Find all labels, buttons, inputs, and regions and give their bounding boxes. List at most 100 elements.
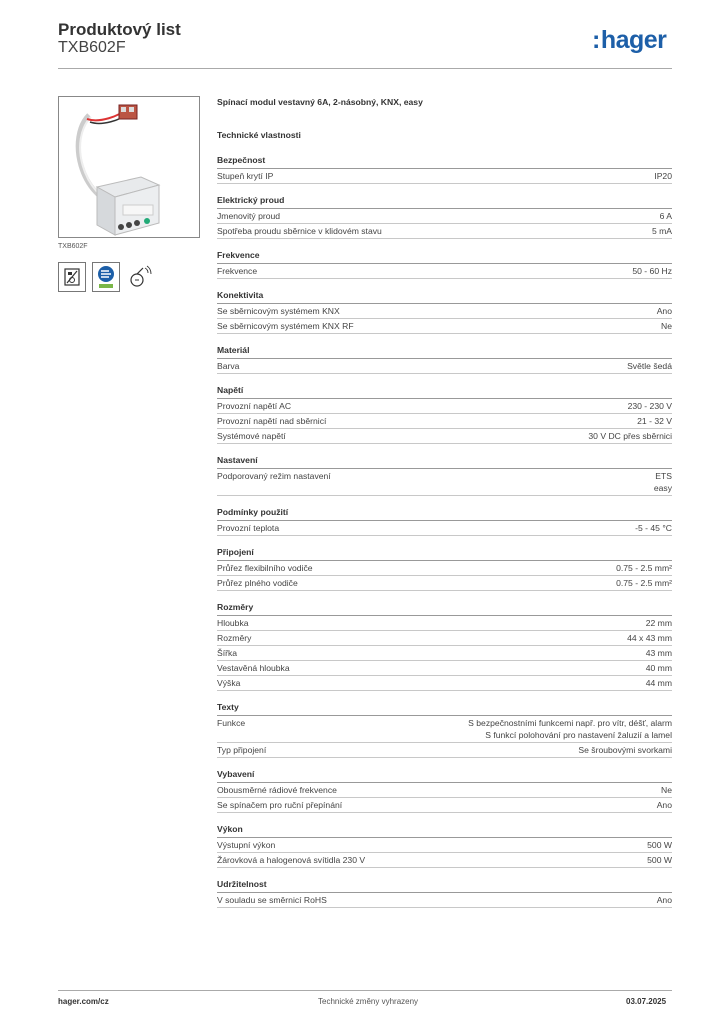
spec-value-line: Ano [656, 800, 672, 810]
spec-value-line: 22 mm [645, 618, 672, 628]
footer-website: hager.com/cz [58, 997, 109, 1006]
spec-value-line: IP20 [654, 171, 672, 181]
spec-section-title: Vybavení [217, 769, 672, 783]
spec-row: Stupeň krytí IP IP20 [217, 169, 672, 184]
spec-value-line: easy [653, 483, 672, 493]
product-icon-row [58, 262, 154, 292]
spec-value-line: 5 mA [651, 226, 672, 236]
spec-label: Hloubka [217, 618, 249, 628]
spec-label: Se sběrnicovým systémem KNX RF [217, 321, 354, 331]
spec-value: 0.75 - 2.5 mm² [616, 577, 672, 589]
spec-value: ETS easy [654, 470, 672, 494]
header-divider [58, 68, 672, 69]
spec-row: Hloubka 22 mm [217, 616, 672, 631]
spec-label: Barva [217, 361, 240, 371]
spec-label: Typ připojení [217, 745, 267, 755]
footer-note: Technické změny vyhrazeny [318, 997, 419, 1006]
spec-section-title: Nastavení [217, 455, 672, 469]
spec-value: -5 - 45 °C [635, 522, 672, 534]
spec-value-line: 500 W [647, 855, 672, 865]
spec-value: 43 mm [646, 647, 672, 659]
spec-section-title: Napětí [217, 385, 672, 399]
spec-row: Rozměry 44 x 43 mm [217, 631, 672, 646]
spec-value-line: Ano [656, 895, 672, 905]
spec-section-title: Frekvence [217, 250, 672, 264]
spec-label: Se spínačem pro ruční přepínání [217, 800, 343, 810]
spec-section-title: Připojení [217, 547, 672, 561]
spec-label: Šířka [217, 648, 238, 658]
spec-section-title: Elektrický proud [217, 195, 672, 209]
spec-label: Provozní teplota [217, 523, 280, 533]
spec-row: Šířka 43 mm [217, 646, 672, 661]
spec-row: Žárovková a halogenová svítidla 230 V 500… [217, 853, 672, 868]
spec-value: 0.75 - 2.5 mm² [616, 562, 672, 574]
spec-label: Rozměry [217, 633, 252, 643]
spec-value: S bezpečnostními funkcemi např. pro vítr… [468, 717, 672, 741]
spec-value-line: Světle šedá [627, 361, 672, 371]
spec-value-line: 50 - 60 Hz [632, 266, 672, 276]
spec-value-line: S bezpečnostními funkcemi např. pro vítr… [468, 718, 672, 728]
spec-section-title: Bezpečnost [217, 155, 672, 169]
spec-value: 22 mm [646, 617, 672, 629]
spec-row: Se spínačem pro ruční přepínání Ano [217, 798, 672, 813]
spec-value-line: 30 V DC přes sběrnici [588, 431, 672, 441]
spec-section-title: Texty [217, 702, 672, 716]
spec-value-line: 0.75 - 2.5 mm² [616, 578, 672, 588]
product-photo [58, 96, 200, 238]
spec-value: 6 A [660, 210, 672, 222]
spec-row: Frekvence 50 - 60 Hz [217, 264, 672, 279]
spec-value-line: S funkcí polohování pro nastavení žaluzi… [485, 730, 672, 740]
spec-value-line: 21 - 32 V [637, 416, 672, 426]
spec-value: 230 - 230 V [628, 400, 672, 412]
spec-label: Stupeň krytí IP [217, 171, 274, 181]
spec-label: Frekvence [217, 266, 258, 276]
spec-value: 30 V DC přes sběrnici [588, 430, 672, 442]
tech-properties-title: Technické vlastnosti [217, 130, 301, 140]
spec-value-line: ETS [655, 471, 672, 481]
spec-value: Ano [657, 894, 672, 906]
spec-row: Se sběrnicovým systémem KNX Ano [217, 304, 672, 319]
spec-section-title: Rozměry [217, 602, 672, 616]
hager-logo: :hager [592, 26, 667, 55]
spec-label: Výstupní výkon [217, 840, 276, 850]
spec-value: Ne [661, 784, 672, 796]
spec-label: Spotřeba proudu sběrnice v klidovém stav… [217, 226, 382, 236]
spec-row: Provozní napětí AC 230 - 230 V [217, 399, 672, 414]
spec-section-title: Materiál [217, 345, 672, 359]
product-module-icon [75, 104, 161, 236]
spec-value-line: 0.75 - 2.5 mm² [616, 563, 672, 573]
spec-label: Obousměrné rádiové frekvence [217, 785, 337, 795]
spec-value-line: 6 A [659, 211, 672, 221]
spec-value: IP20 [654, 170, 672, 182]
spec-label: Provozní napětí AC [217, 401, 292, 411]
rf-socket-icon [126, 262, 154, 292]
spec-value: Světle šedá [627, 360, 672, 372]
spec-value-line: 40 mm [645, 663, 672, 673]
spec-label: Průřez flexibilního vodiče [217, 563, 313, 573]
spec-label: Průřez plného vodiče [217, 578, 298, 588]
spec-label: Žárovková a halogenová svítidla 230 V [217, 855, 366, 865]
page-title: Produktový list [58, 20, 181, 39]
spec-row: Spotřeba proudu sběrnice v klidovém stav… [217, 224, 672, 239]
spec-value-line: 44 x 43 mm [627, 633, 672, 643]
spec-label: Se sběrnicovým systémem KNX [217, 306, 340, 316]
spec-value: Ne [661, 320, 672, 332]
spec-row: Barva Světle šedá [217, 359, 672, 374]
spec-value: Ano [657, 305, 672, 317]
footer-date: 03.07.2025 [626, 997, 667, 1006]
footer-divider [58, 990, 672, 991]
